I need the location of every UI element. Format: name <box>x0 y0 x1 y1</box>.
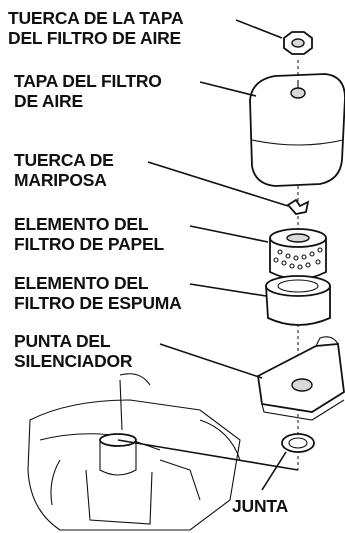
label-line: MARIPOSA <box>14 170 107 190</box>
label-paper-element: ELEMENTO DEL FILTRO DE PAPEL <box>14 214 164 254</box>
label-gasket: JUNTA <box>232 496 288 516</box>
label-cover-nut: TUERCA DE LA TAPA DEL FILTRO DE AIRE <box>8 8 184 48</box>
foam-element-part <box>265 275 331 326</box>
label-line: FILTRO DE PAPEL <box>14 234 164 254</box>
label-line: SILENCIADOR <box>14 351 133 371</box>
label-line: TUERCA DE <box>14 150 114 170</box>
muffler-tip-part <box>257 336 345 421</box>
engine-sketch <box>27 373 299 531</box>
filter-cover-part <box>249 73 345 187</box>
wing-nut-part <box>286 198 310 215</box>
paper-element-part <box>269 228 327 280</box>
label-line: JUNTA <box>232 496 289 516</box>
leader-paper <box>189 225 269 243</box>
cover-nut-part <box>283 31 313 55</box>
label-muffler-tip: PUNTA DEL SILENCIADOR <box>14 331 133 371</box>
label-line: FILTRO DE ESPUMA <box>14 293 182 313</box>
leader-foam <box>189 283 267 297</box>
leader-cover <box>199 81 257 97</box>
label-wing-nut: TUERCA DE MARIPOSA <box>14 150 114 190</box>
label-line: ELEMENTO DEL <box>14 214 149 234</box>
label-line: PUNTA DEL <box>14 331 111 351</box>
label-foam-element: ELEMENTO DEL FILTRO DE ESPUMA <box>14 273 182 313</box>
label-line: ELEMENTO DEL <box>14 273 149 293</box>
label-line: DEL FILTRO DE AIRE <box>8 28 182 48</box>
label-line: TAPA DEL FILTRO <box>14 71 162 91</box>
label-filter-cover: TAPA DEL FILTRO DE AIRE <box>14 71 162 111</box>
label-line: DE AIRE <box>14 91 83 111</box>
leader-wing-nut <box>147 161 289 207</box>
gasket-part <box>281 433 315 453</box>
leader-cover-nut <box>235 19 283 39</box>
label-line: TUERCA DE LA TAPA <box>8 8 184 28</box>
leader-gasket <box>261 451 287 491</box>
leader-muffler-tip <box>159 343 263 379</box>
